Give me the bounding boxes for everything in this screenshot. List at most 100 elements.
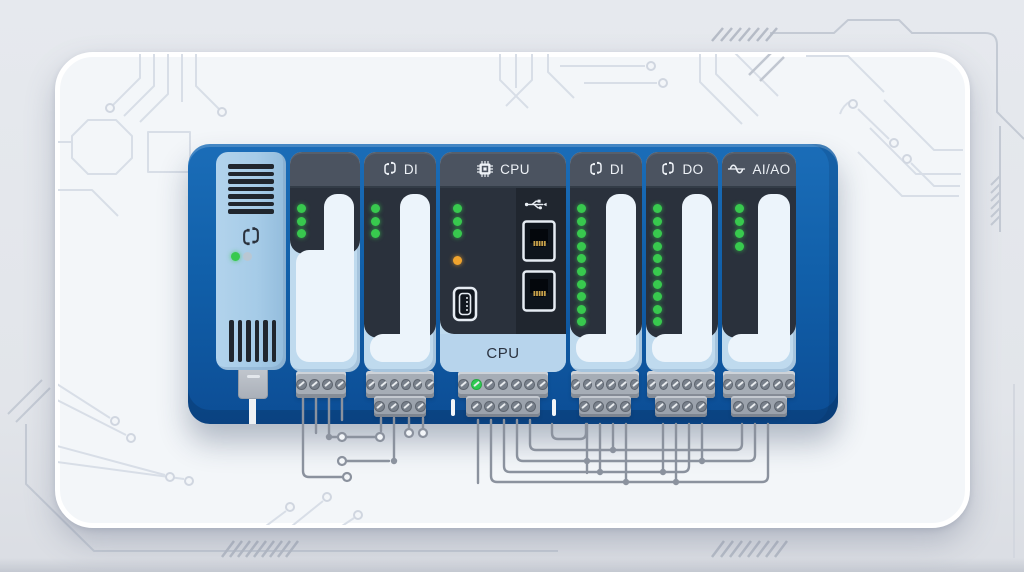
module-cover-bottom [652,334,712,362]
status-led [577,317,586,327]
module-header: DI [570,152,642,188]
terminal-screw-green [471,379,482,390]
terminal-screw [497,379,509,390]
terminal-screw [571,379,581,390]
terminal-screw [401,401,413,412]
terminal-screw [582,379,592,390]
terminal-block [571,371,639,417]
status-led [297,204,306,213]
ethernet-port [522,220,556,267]
terminal-screw [484,401,495,412]
terminal-block [457,371,549,417]
module-header-label: DI [609,161,625,177]
terminal-screw [524,379,535,390]
terminal-screw [424,379,434,390]
terminal-screw [579,401,591,412]
status-leds [371,204,380,239]
terminal-screw [655,401,667,412]
terminal-screw [511,401,522,412]
terminal-screw [619,401,631,412]
terminal-clip [552,399,556,416]
terminal-screw [733,401,745,412]
terminal-screw [658,379,668,390]
terminal-screw [335,379,346,390]
io-module-blank [290,152,360,372]
terminal-screw [747,379,758,390]
status-led [371,204,380,213]
terminal-screw [401,379,411,390]
chip-icon [476,160,494,178]
status-led [653,229,662,239]
power-plug [238,366,268,399]
status-led [577,304,586,314]
status-leds [453,204,462,239]
terminal-screw [606,401,618,412]
status-led [653,204,662,213]
terminal-screw [682,379,692,390]
module-cover-bottom [728,334,790,362]
terminal-screw [695,401,707,412]
status-led [735,204,744,213]
status-led [453,216,462,226]
terminal-screw [524,401,536,412]
status-led [453,204,462,213]
terminal-block [296,371,346,398]
terminal-screw [470,401,482,412]
vent-slats [229,320,276,362]
status-led [297,216,306,226]
do-module: DO [646,152,718,372]
terminal-screw [682,401,694,412]
terminal-screw [457,379,469,390]
connector-icon [588,161,604,177]
terminal-block [647,371,715,417]
mini-usb-port [452,286,478,327]
terminal-screw [772,379,783,390]
connector-icon [660,161,676,177]
status-led [735,229,744,239]
terminal-screw [413,379,423,390]
terminal-block [722,371,796,417]
module-cover-bottom [576,334,636,362]
terminal-screw [374,401,386,412]
status-led [577,266,586,276]
terminal-screw [773,401,785,412]
status-led [577,241,586,251]
terminal-screw [389,379,399,390]
wave-icon [727,162,746,176]
module-header [290,152,360,188]
terminal-screw [746,401,758,412]
status-leds [577,204,586,327]
module-header: CPU [440,152,566,188]
terminal-screw [722,379,733,390]
di-module-2: DI [570,152,642,372]
terminal-screw [668,401,680,412]
power-supply-module [216,152,286,370]
cpu-body-label: CPU [486,344,520,362]
module-name-strip: CPU [440,334,566,372]
terminal-screw [592,401,604,412]
status-led [653,304,662,314]
connector-icon [382,161,398,177]
ai-ao-module: AI/AO [722,152,796,372]
status-led [653,254,662,264]
connector-icon [240,226,262,253]
module-header: DI [364,152,436,188]
terminal-screw [670,379,680,390]
module-header: DO [646,152,718,188]
status-led [577,279,586,289]
status-led [577,229,586,239]
terminal-screw [309,379,320,390]
status-led [577,204,586,213]
module-cover-bottom [370,334,430,362]
terminal-screw [760,401,772,412]
terminal-block [366,371,434,417]
terminal-screw [387,401,399,412]
status-led [653,279,662,289]
terminal-screw [618,379,628,390]
terminal-screw [705,379,715,390]
module-header-label: CPU [500,161,530,177]
status-leds [231,252,252,261]
terminal-screw [735,379,746,390]
